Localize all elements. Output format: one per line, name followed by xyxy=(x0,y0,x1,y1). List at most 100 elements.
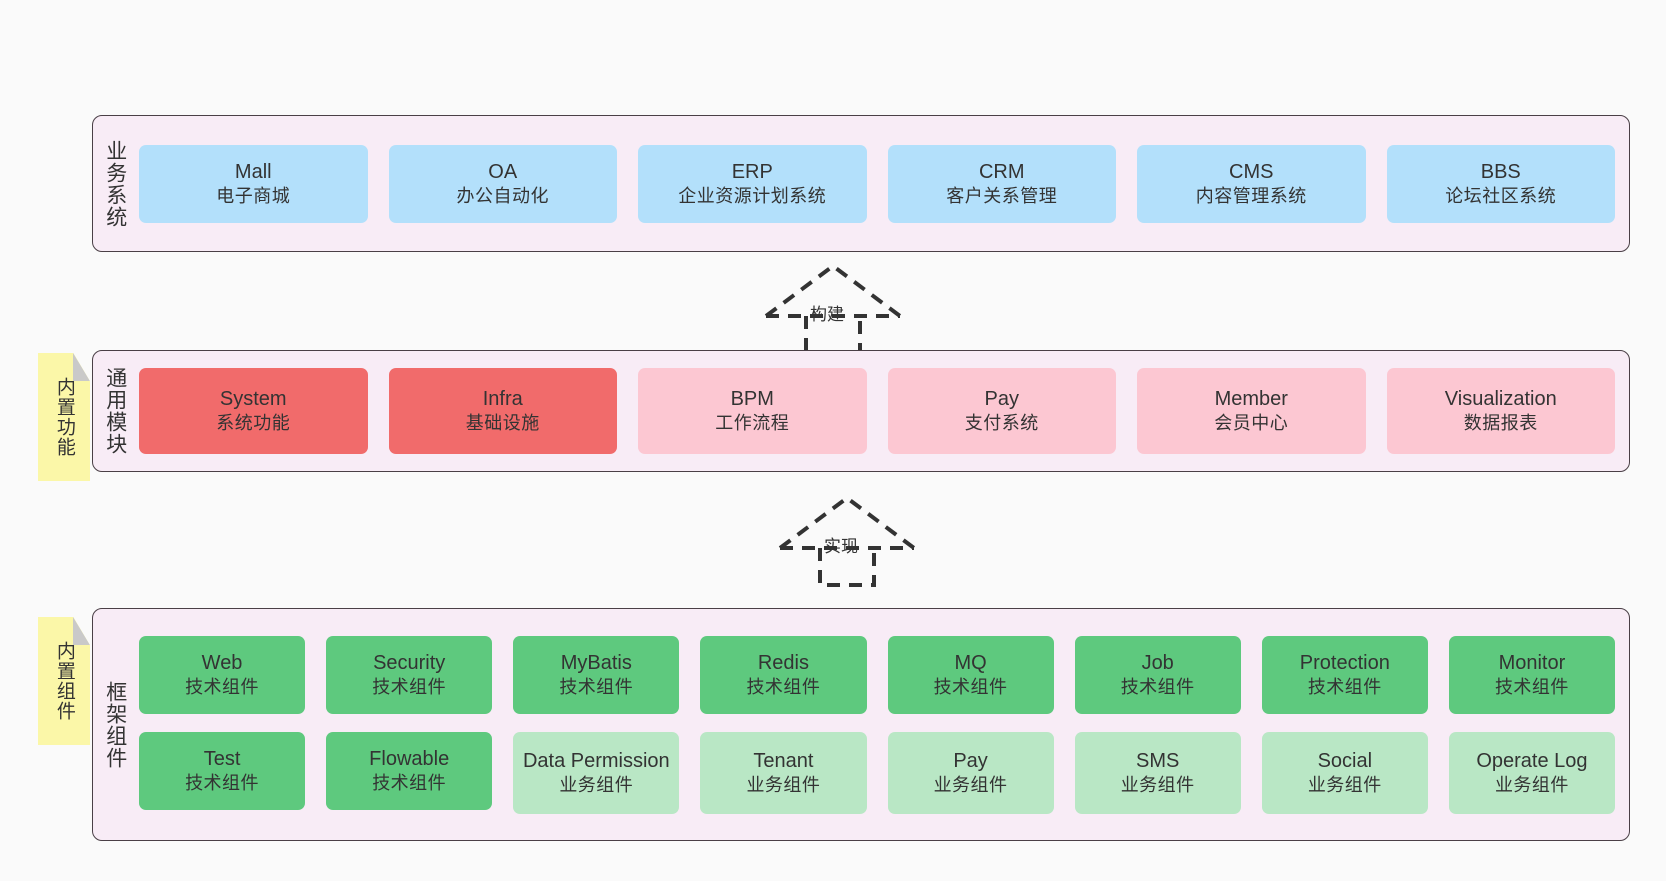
node-operate-log[interactable]: Operate Log 业务组件 xyxy=(1448,731,1615,814)
node-monitor[interactable]: Monitor 技术组件 xyxy=(1448,635,1615,714)
node-title: SMS xyxy=(1136,749,1180,772)
node-subtitle: 技术组件 xyxy=(1120,676,1195,697)
node-row: System 系统功能 Infra 基础设施 BPM 工作流程 Pay 支付系统… xyxy=(139,368,1615,454)
layer-body-framework-component: Web 技术组件 Security 技术组件 MyBatis 技术组件 Redi… xyxy=(137,609,1629,840)
node-title: Monitor xyxy=(1498,651,1566,674)
node-row: Mall 电子商城 OA 办公自动化 ERP 企业资源计划系统 CRM 客户关系… xyxy=(139,144,1615,223)
layer-framework-component: 框架组件 Web 技术组件 Security 技术组件 MyBatis 技术组件… xyxy=(92,608,1630,841)
generalization-arrow-icon xyxy=(764,263,902,355)
node-pay-module[interactable]: Pay 支付系统 xyxy=(887,368,1116,454)
node-system[interactable]: System 系统功能 xyxy=(139,368,368,454)
node-subtitle: 技术组件 xyxy=(746,676,821,697)
node-subtitle: 会员中心 xyxy=(1214,413,1289,434)
node-subtitle: 技术组件 xyxy=(185,676,260,697)
node-subtitle: 业务组件 xyxy=(559,774,634,795)
connector-build: 构建 xyxy=(758,258,908,358)
node-subtitle: 业务组件 xyxy=(1307,774,1382,795)
node-mall[interactable]: Mall 电子商城 xyxy=(139,144,368,223)
node-mybatis[interactable]: MyBatis 技术组件 xyxy=(513,635,680,714)
node-subtitle: 企业资源计划系统 xyxy=(678,185,827,206)
node-redis[interactable]: Redis 技术组件 xyxy=(700,635,867,714)
layer-body-business-system: Mall 电子商城 OA 办公自动化 ERP 企业资源计划系统 CRM 客户关系… xyxy=(137,116,1629,251)
node-infra[interactable]: Infra 基础设施 xyxy=(388,368,617,454)
node-title: Redis xyxy=(757,651,809,674)
node-title: Data Permission xyxy=(522,749,670,772)
node-row: Test 技术组件 Flowable 技术组件 Data Permission … xyxy=(139,731,1615,814)
node-subtitle: 技术组件 xyxy=(185,772,260,793)
generalization-arrow-icon xyxy=(778,495,916,587)
node-flowable[interactable]: Flowable 技术组件 xyxy=(326,731,493,810)
node-subtitle: 客户关系管理 xyxy=(946,185,1058,206)
node-title: Operate Log xyxy=(1476,749,1588,772)
node-subtitle: 内容管理系统 xyxy=(1195,185,1307,206)
node-subtitle: 技术组件 xyxy=(372,676,447,697)
node-subtitle: 业务组件 xyxy=(746,774,821,795)
node-subtitle: 技术组件 xyxy=(559,676,634,697)
node-title: ERP xyxy=(731,160,773,183)
node-title: Pay xyxy=(984,388,1019,411)
node-oa[interactable]: OA 办公自动化 xyxy=(388,144,617,223)
node-title: MQ xyxy=(954,651,987,674)
node-subtitle: 工作流程 xyxy=(715,413,790,434)
node-title: Member xyxy=(1214,388,1288,411)
node-crm[interactable]: CRM 客户关系管理 xyxy=(887,144,1116,223)
node-protection[interactable]: Protection 技术组件 xyxy=(1261,635,1428,714)
node-social[interactable]: Social 业务组件 xyxy=(1261,731,1428,814)
note-label: 内置功能 xyxy=(53,377,75,457)
layer-body-common-module: System 系统功能 Infra 基础设施 BPM 工作流程 Pay 支付系统… xyxy=(137,351,1629,471)
note-builtin-function: 内置功能 xyxy=(38,353,90,481)
node-title: Infra xyxy=(482,388,523,411)
layer-common-module: 通用模块 System 系统功能 Infra 基础设施 BPM 工作流程 Pay… xyxy=(92,350,1630,472)
node-subtitle: 技术组件 xyxy=(1307,676,1382,697)
node-mq[interactable]: MQ 技术组件 xyxy=(887,635,1054,714)
node-title: MyBatis xyxy=(560,651,632,674)
node-subtitle: 业务组件 xyxy=(1120,774,1195,795)
node-title: Mall xyxy=(234,160,272,183)
node-subtitle: 技术组件 xyxy=(1494,676,1569,697)
node-test[interactable]: Test 技术组件 xyxy=(139,731,306,810)
node-title: CMS xyxy=(1229,160,1274,183)
node-subtitle: 数据报表 xyxy=(1463,413,1538,434)
node-cms[interactable]: CMS 内容管理系统 xyxy=(1137,144,1366,223)
node-bbs[interactable]: BBS 论坛社区系统 xyxy=(1386,144,1615,223)
node-subtitle: 业务组件 xyxy=(933,774,1008,795)
node-web[interactable]: Web 技术组件 xyxy=(139,635,306,714)
node-security[interactable]: Security 技术组件 xyxy=(326,635,493,714)
node-sms[interactable]: SMS 业务组件 xyxy=(1074,731,1241,814)
node-subtitle: 电子商城 xyxy=(216,185,291,206)
node-subtitle: 基础设施 xyxy=(465,413,540,434)
node-member[interactable]: Member 会员中心 xyxy=(1137,368,1366,454)
note-fold-corner-icon xyxy=(73,353,90,381)
node-visualization[interactable]: Visualization 数据报表 xyxy=(1386,368,1615,454)
node-tenant[interactable]: Tenant 业务组件 xyxy=(700,731,867,814)
node-subtitle: 技术组件 xyxy=(372,772,447,793)
connector-implement: 实现 xyxy=(772,490,922,590)
node-title: BPM xyxy=(730,388,774,411)
node-title: CRM xyxy=(978,160,1025,183)
node-title: Visualization xyxy=(1444,388,1557,411)
node-title: Security xyxy=(373,651,446,674)
note-builtin-component: 内置组件 xyxy=(38,617,90,745)
note-label: 内置组件 xyxy=(53,641,75,721)
node-title: Web xyxy=(201,651,243,674)
node-job[interactable]: Job 技术组件 xyxy=(1074,635,1241,714)
node-erp[interactable]: ERP 企业资源计划系统 xyxy=(638,144,867,223)
node-subtitle: 系统功能 xyxy=(216,413,291,434)
node-subtitle: 支付系统 xyxy=(964,413,1039,434)
node-title: System xyxy=(219,388,287,411)
node-bpm[interactable]: BPM 工作流程 xyxy=(638,368,867,454)
node-title: Test xyxy=(203,747,241,770)
node-title: BBS xyxy=(1480,160,1521,183)
node-subtitle: 办公自动化 xyxy=(456,185,549,206)
layer-business-system: 业务系统 Mall 电子商城 OA 办公自动化 ERP 企业资源计划系统 CRM… xyxy=(92,115,1630,252)
node-data-permission[interactable]: Data Permission 业务组件 xyxy=(513,731,680,814)
node-subtitle: 技术组件 xyxy=(933,676,1008,697)
layer-label-common-module: 通用模块 xyxy=(103,367,127,455)
node-title: Flowable xyxy=(369,747,450,770)
node-title: Job xyxy=(1141,651,1174,674)
node-title: Pay xyxy=(953,749,988,772)
node-title: OA xyxy=(488,160,518,183)
node-subtitle: 业务组件 xyxy=(1494,774,1569,795)
node-pay-component[interactable]: Pay 业务组件 xyxy=(887,731,1054,814)
